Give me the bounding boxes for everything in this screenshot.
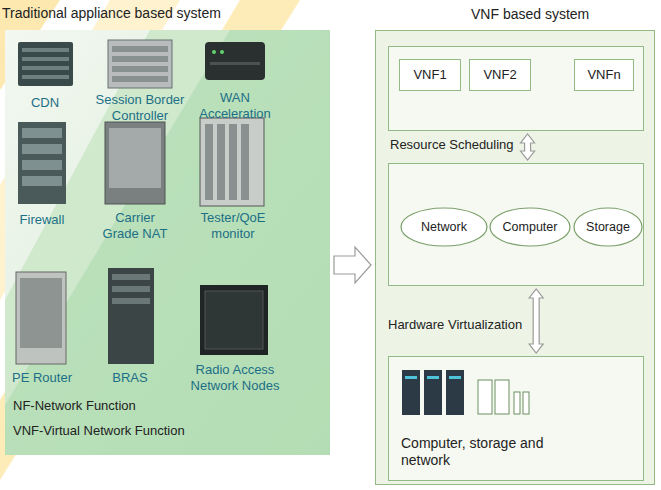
device-slot [112,286,150,292]
resource-ellipse: Storage [573,207,643,247]
box-fill [388,356,644,481]
vnf-layer-box: VNF1 VNF2 VNFn [388,46,644,131]
device-slot [22,160,62,170]
vnf-panel: VNF based systemVNF1VNF2VNFnNetworkCompu… [375,30,655,485]
panel-heading: Traditional appliance based system [2,5,221,22]
storage-icon [523,392,529,414]
node-text: VNFn [587,67,620,83]
appliance-label: CDN [10,95,80,111]
appliance-label: Session Border Controller [90,92,190,123]
device-slot [112,274,150,280]
panel-heading: VNF based system [471,6,589,23]
resource-ellipse: Computer [489,207,571,247]
appliance-label: PE Router [2,370,82,386]
resource-ellipse: Network [400,207,488,247]
panel-heading: Computer, storage and network [401,435,581,469]
server-led [427,376,439,379]
device-slot [22,57,69,61]
panel-text: VNF-Virtual Network Function [13,423,185,439]
appliance-label: WAN Acceleration [189,90,281,121]
ellipse-shape [574,208,642,246]
green-band [5,30,330,455]
box-fill [5,30,330,455]
double-arrow [529,289,543,353]
resource-box: Network Computer Storage [388,163,644,286]
edge-label: Hardware Virtualization [388,317,522,333]
device-slot [112,56,168,62]
device-panel [20,278,62,348]
appliance-label: Tester/QoE monitor [187,210,279,241]
node-text: Network [421,220,467,235]
box-fill [375,30,655,485]
device-led [220,50,224,54]
server-led [449,376,461,379]
storage-icon [478,380,492,414]
device-card [205,124,213,200]
storage-icon [495,380,509,414]
node-text: VNF1 [413,67,446,83]
double-arrow [521,134,535,160]
vnf-box: VNF1 [399,59,461,91]
box-fill [574,59,634,91]
device-slot [112,298,150,304]
appliance-label: Radio Access Network Nodes [183,362,287,393]
node-text: VNF2 [483,67,516,83]
device-slot [112,66,168,72]
device-panel [205,291,263,349]
panel-text: NF-Network Function [13,398,136,414]
box-fill [388,163,644,286]
ellipse-shape [401,208,487,246]
device-slot [112,46,168,52]
ran-device [200,285,268,355]
node-text: Computer [503,220,558,235]
server-icon [446,370,464,415]
firewall-device [18,122,66,204]
appliance-label: Carrier Grade NAT [98,210,173,241]
sbc-device [108,40,172,88]
device-slot [210,62,260,65]
storage-icon [514,392,520,414]
device-slot [22,75,69,79]
cgn-device [105,122,165,204]
vnf-box: VNF2 [469,59,531,91]
device-slot [112,76,168,82]
appliance-label: Firewall [2,212,82,228]
wan-device [205,42,265,80]
device-card [217,124,225,200]
ellipse-shape [490,208,570,246]
device-slot [22,66,69,70]
device-panel [109,128,161,188]
vnf-box: VNFn [574,59,634,91]
device-led [212,50,216,54]
device-slot [22,144,62,154]
server-icon [424,370,442,415]
node-text: Storage [586,220,630,235]
box-fill [388,46,644,131]
device-slot [22,128,62,138]
cdn-device [18,42,73,86]
pe-router-device [16,272,66,364]
device-slot [22,48,69,52]
bras-device [108,268,154,364]
device-card [229,124,237,200]
box-fill [469,59,531,91]
box-fill [399,59,461,91]
appliance-label: BRAS [100,370,160,386]
block-arrow [334,247,371,283]
server-led [405,376,417,379]
server-icon [402,370,420,415]
device-card [241,124,249,200]
device-slot [22,176,62,186]
edge-label: Resource Scheduling [390,137,514,153]
tester-device [200,118,264,206]
hardware-box: Computer, storage and network [388,356,644,481]
